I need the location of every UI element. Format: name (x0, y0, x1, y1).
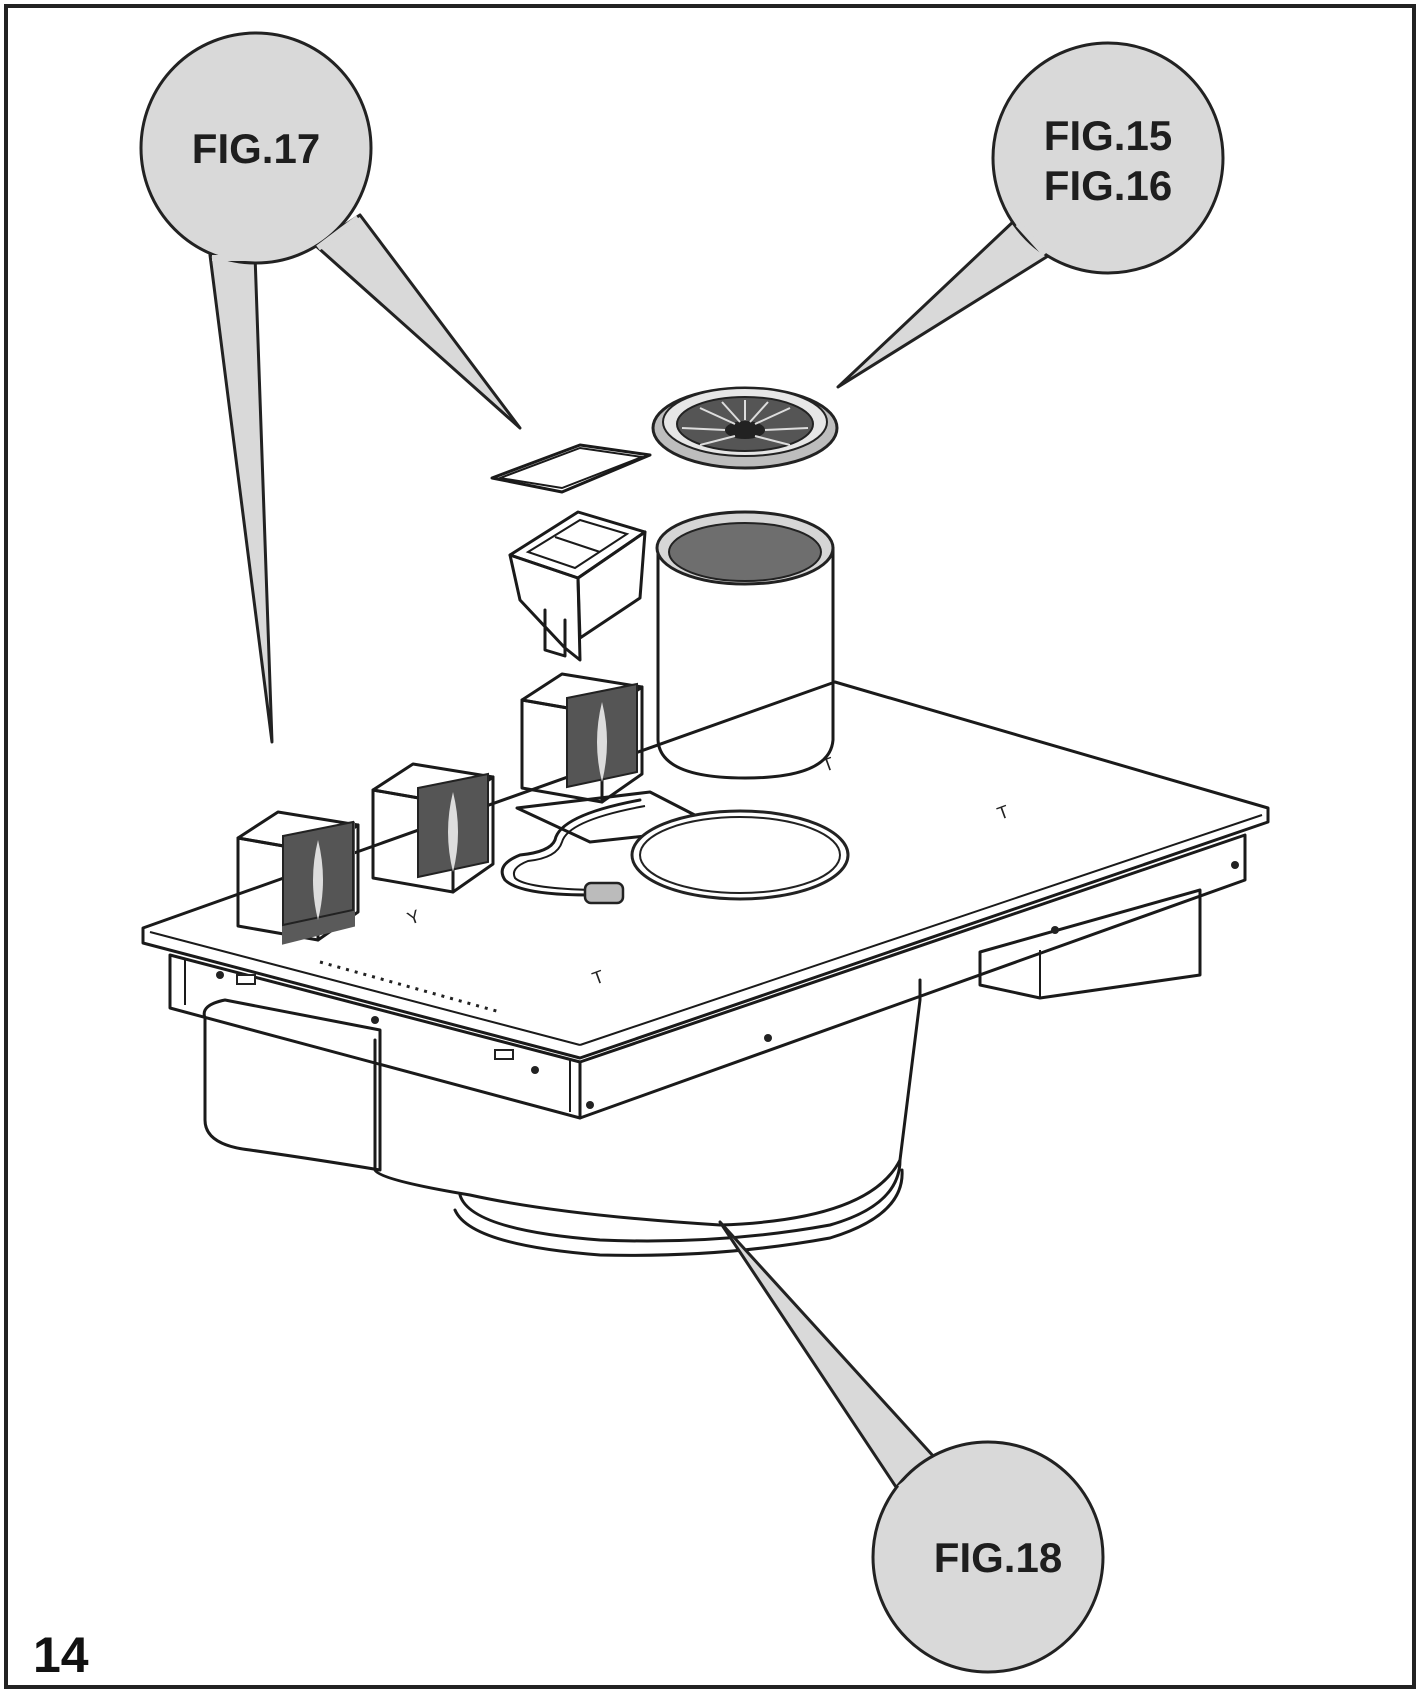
callout-fig17: FIG.17 (139, 31, 522, 744)
motor-housing (202, 888, 1202, 1257)
callout-fig17-label: FIG.17 (192, 125, 320, 172)
callout-fig15-label: FIG.15 (1044, 112, 1172, 159)
filter-pad (490, 443, 652, 494)
callout-fig18: FIG.18 (718, 1220, 1105, 1674)
filter-faces (282, 682, 638, 927)
hob-frame: Y T T T (141, 680, 1270, 1120)
callout-fig16-label: FIG.16 (1044, 162, 1172, 209)
cylinder-duct (655, 510, 835, 780)
grease-basket (508, 510, 647, 662)
hob-top-plate (141, 680, 1270, 1060)
grille-disc (651, 386, 839, 470)
callout-fig18-label: FIG.18 (934, 1534, 1062, 1581)
callout-fig15-16: FIG.15 FIG.16 (836, 41, 1225, 389)
cable-and-seal-ring (500, 790, 850, 905)
page-number: 14 (33, 1627, 89, 1683)
